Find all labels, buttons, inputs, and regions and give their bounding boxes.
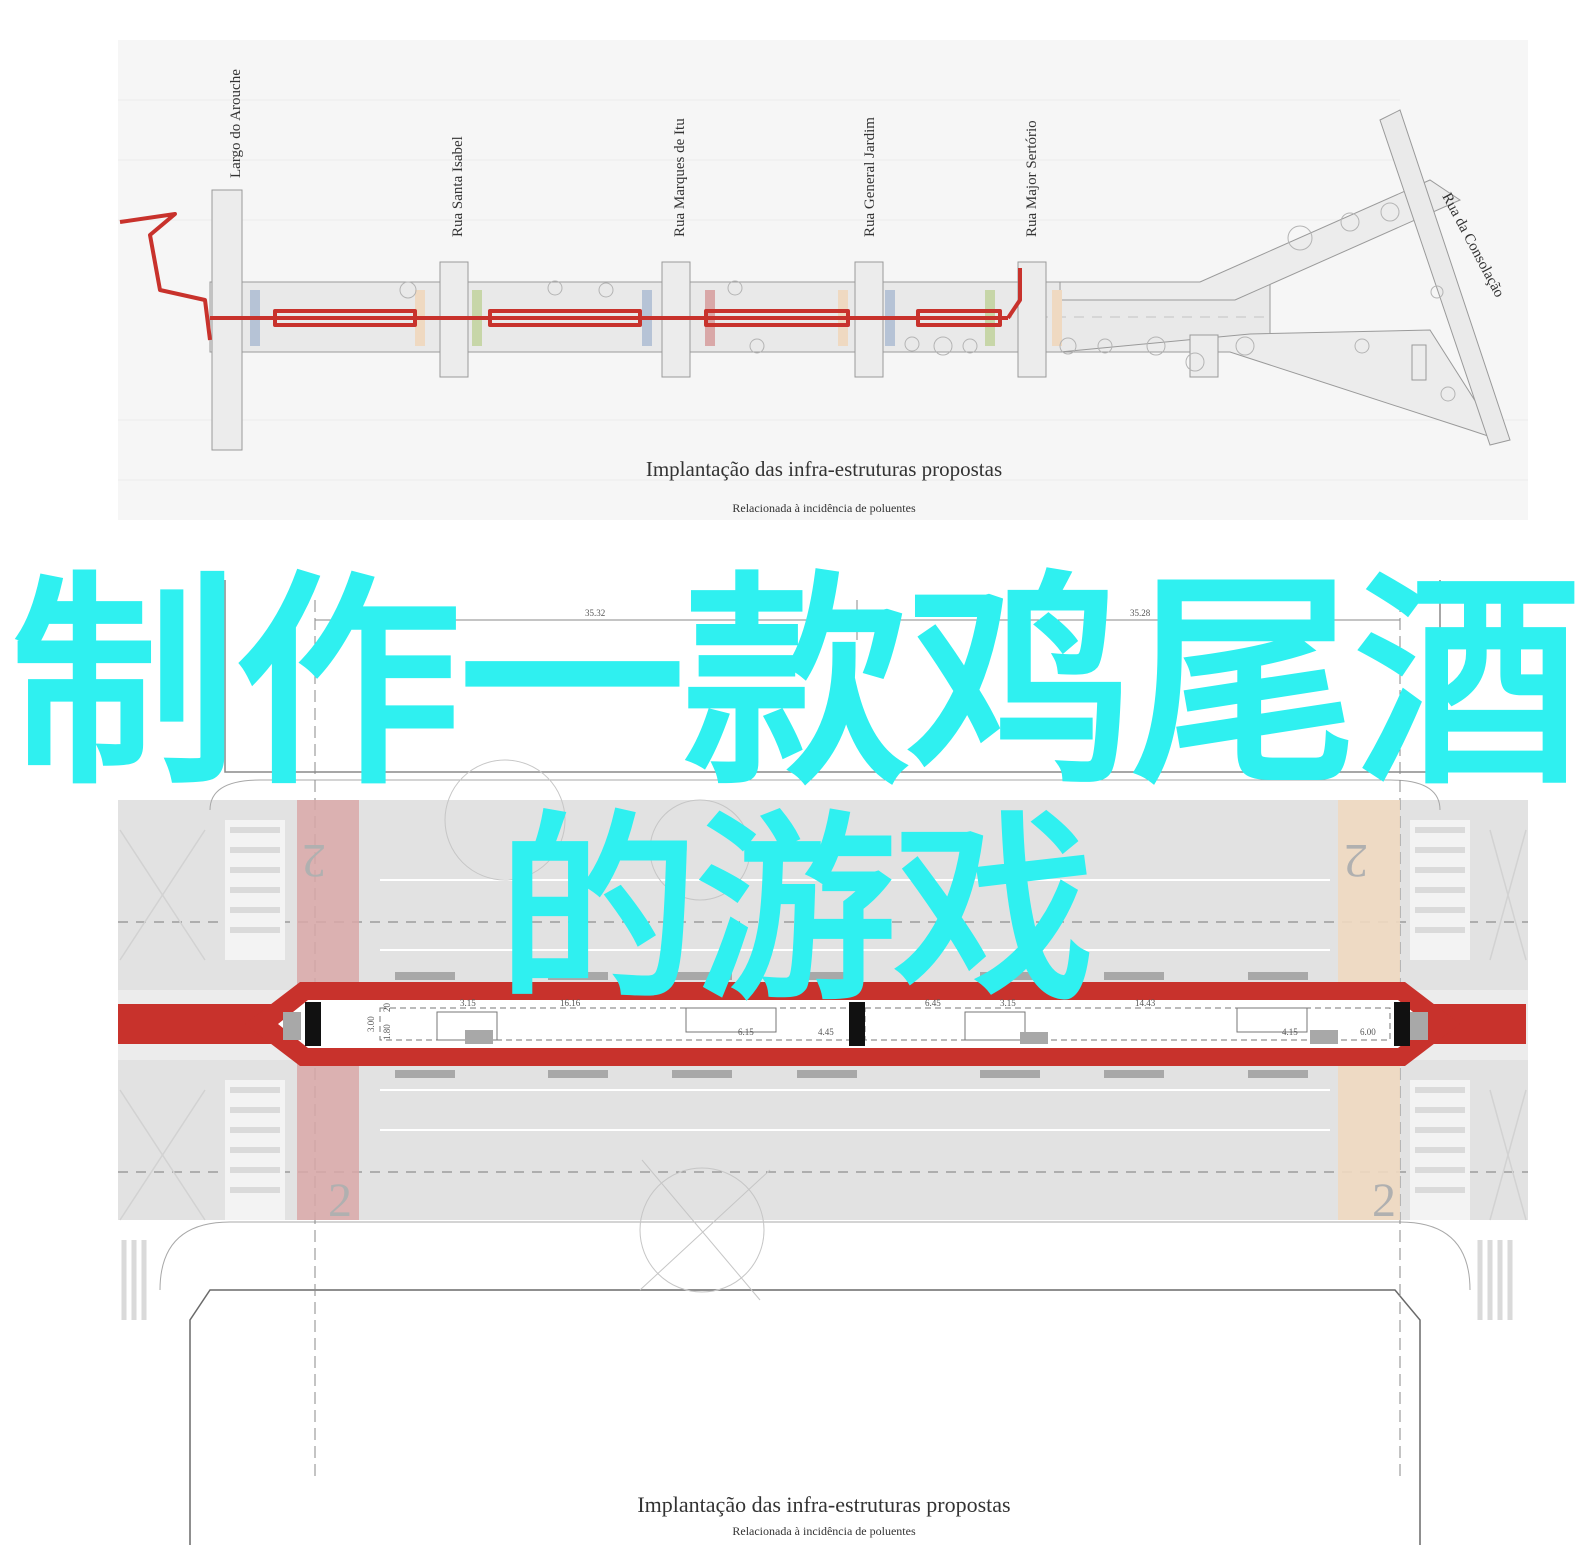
dim-label-4: 6.15 bbox=[738, 1027, 754, 1037]
detail-plan: 35.32 35.28 bbox=[118, 560, 1528, 1545]
platform-dimension-labels: 3.15 16.16 6.15 4.45 6.45 3.15 14.43 4.1… bbox=[366, 998, 1376, 1040]
top-plan-grid bbox=[118, 99, 1528, 481]
platform-planters bbox=[283, 972, 1428, 1078]
dim-label-10: 6.00 bbox=[1360, 1027, 1376, 1037]
side-stripes bbox=[121, 1240, 1513, 1320]
lane-number-1: 2 bbox=[1344, 834, 1368, 887]
lower-block-outline bbox=[189, 1289, 1421, 1545]
dim-label-2: 3.15 bbox=[460, 998, 476, 1008]
dim-label-6: 6.45 bbox=[925, 998, 941, 1008]
lane-number-2: 2 bbox=[328, 1174, 352, 1227]
detail-trees bbox=[444, 759, 771, 1301]
top-plan: Largo do Arouche Rua Santa Isabel Rua Ma… bbox=[118, 40, 1528, 520]
dim-label-9: 4.15 bbox=[1282, 1027, 1298, 1037]
top-trees bbox=[399, 202, 1456, 402]
dim-label-3: 16.16 bbox=[560, 998, 581, 1008]
top-red-route bbox=[119, 212, 1022, 341]
overlay-title-line-2: 的游戏 bbox=[497, 795, 1094, 1028]
dim-label-12: 1.80 bbox=[382, 1024, 392, 1040]
top-plan-background bbox=[118, 40, 1528, 520]
upper-block-outline bbox=[224, 580, 1441, 773]
dim-label-11: 3.00 bbox=[366, 1016, 376, 1032]
top-caption-title: Implantação das infra-estruturas propost… bbox=[646, 457, 1002, 481]
street-label-largo-arouche: Largo do Arouche bbox=[228, 69, 244, 178]
street-label-santa-isabel: Rua Santa Isabel bbox=[450, 136, 466, 237]
lane-number-3: 2 bbox=[1372, 1174, 1396, 1227]
detail-caption-title: Implantação das infra-estruturas propost… bbox=[637, 1492, 1010, 1517]
dim-label-0: 35.32 bbox=[585, 608, 605, 618]
detail-caption-subtitle: Relacionada à incidência de poluentes bbox=[732, 1524, 916, 1538]
street-label-marques-itu: Rua Marques de Itu bbox=[672, 118, 688, 237]
dim-label-1: 35.28 bbox=[1130, 608, 1151, 618]
street-label-general-jardim: Rua General Jardim bbox=[862, 117, 878, 237]
dim-label-8: 14.43 bbox=[1135, 998, 1156, 1008]
dim-label-5: 4.45 bbox=[818, 1027, 834, 1037]
platform-pillars bbox=[305, 1002, 1410, 1046]
lane-number-0: 2 bbox=[302, 834, 326, 887]
top-caption-subtitle: Relacionada à incidência de poluentes bbox=[732, 501, 916, 515]
overlay-title-line-1: 制作一款鸡尾酒 bbox=[10, 553, 1581, 816]
top-cross-streets bbox=[211, 189, 1427, 451]
street-label-major-sertorio: Rua Major Sertório bbox=[1024, 120, 1040, 237]
dim-label-13: 20 bbox=[382, 1003, 392, 1013]
zebra-stripes bbox=[230, 827, 1465, 1193]
dim-label-7: 3.15 bbox=[1000, 998, 1016, 1008]
